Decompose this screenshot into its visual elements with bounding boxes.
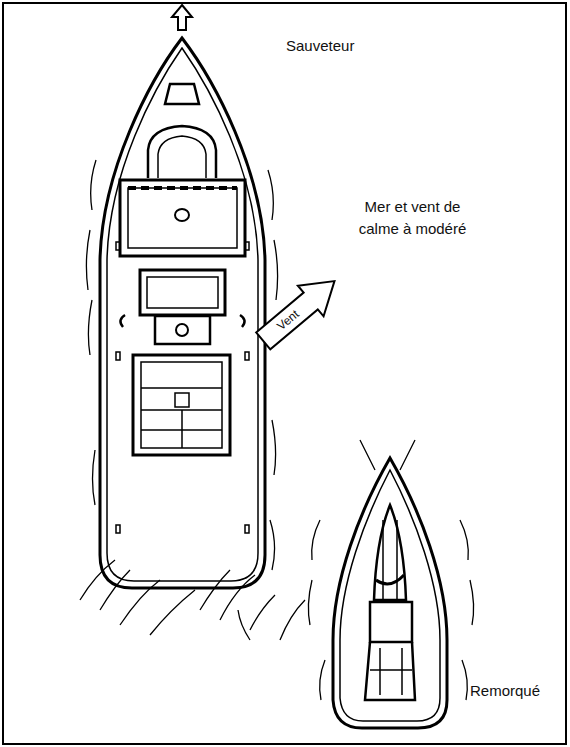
wake-lines (80, 160, 305, 640)
boat-name: Remorqué (470, 680, 560, 702)
wake-lines (238, 440, 474, 700)
wind-label: Vent (261, 295, 316, 344)
frame (3, 3, 566, 744)
wind-arrow (250, 266, 347, 356)
boat-name: Sauveteur (286, 35, 406, 57)
rescue-boat (100, 38, 265, 588)
heading-arrow (172, 5, 192, 30)
towed-boat (333, 458, 447, 728)
condition-note: Mer et vent de calme à modéré (350, 196, 475, 240)
